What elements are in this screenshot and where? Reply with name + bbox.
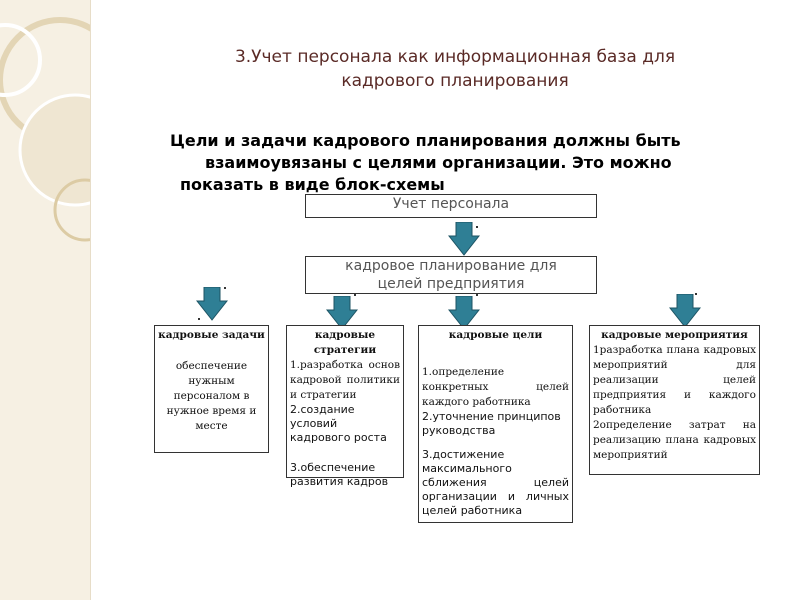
goals-item-2: 2.уточнение принципов руководства: [422, 410, 561, 437]
personnel-planning-box: кадровое планирование для целей предприя…: [305, 256, 597, 294]
strategies-header: кадровые стратегии: [313, 329, 377, 356]
down-arrow-icon: [669, 294, 701, 328]
dot-marker: [198, 318, 200, 320]
title-line-2: кадрового планирования: [341, 71, 569, 91]
down-arrow-icon: [448, 222, 480, 256]
strategies-item-3: 3.обеспечение развития кадров: [290, 461, 389, 488]
dot-marker: [695, 293, 697, 295]
measures-item-1: 1разработка плана кадровых мероприятий д…: [593, 344, 756, 416]
decorative-circles: [0, 17, 132, 242]
dot-marker: [224, 287, 226, 289]
personnel-accounting-label: Учет персонала: [392, 196, 510, 212]
dot-marker: [476, 226, 478, 228]
personnel-strategies-box: кадровые стратегии 1.разработка основ ка…: [286, 325, 404, 488]
strategies-item-2: 2.создание условий кадрового роста: [290, 403, 387, 444]
down-arrow-icon: [326, 296, 358, 330]
measures-header: кадровые мероприятия: [601, 329, 748, 341]
personnel-goals-box: кадровые цели 1.определение конкретных ц…: [418, 325, 573, 523]
planning-label-line-1: кадровое планирование для: [345, 258, 557, 274]
tasks-text: обеспечение нужным персоналом в нужное в…: [166, 360, 257, 432]
measures-item-2: 2определение затрат на реализацию плана …: [593, 419, 756, 461]
personnel-measures-box: кадровые мероприятия 1разработка плана к…: [589, 325, 760, 475]
personnel-tasks-box: кадровые задачи обеспечение нужным персо…: [154, 325, 269, 453]
personnel-accounting-box: Учет персонала: [305, 194, 597, 218]
tasks-header: кадровые задачи: [158, 329, 265, 341]
slide-title: 3.Учет персонала как информационная база…: [150, 45, 760, 93]
slide-subtitle: Цели и задачи кадрового планирования дол…: [170, 130, 755, 196]
dot-marker: [354, 294, 356, 296]
decorative-side-band: [0, 0, 132, 600]
planning-label-line-2: целей предприятия: [377, 276, 525, 292]
dot-marker: [476, 294, 478, 296]
goals-item-3: 3.достижение максимального сближения цел…: [422, 448, 569, 517]
strategies-item-1: 1.разработка основ кадровой политики и с…: [290, 359, 400, 401]
subtitle-line-2: взаимоувязаны с целями организации. Это …: [205, 153, 672, 172]
title-line-1: 3.Учет персонала как информационная база…: [234, 47, 676, 67]
subtitle-line-3: показать в виде блок-схемы: [180, 175, 445, 194]
down-arrow-icon: [448, 296, 480, 330]
down-arrow-icon: [196, 287, 228, 321]
goals-header: кадровые цели: [448, 329, 543, 341]
subtitle-line-1: Цели и задачи кадрового планирования дол…: [170, 131, 681, 150]
goals-item-1: 1.определение конкретных целей каждого р…: [422, 366, 569, 408]
